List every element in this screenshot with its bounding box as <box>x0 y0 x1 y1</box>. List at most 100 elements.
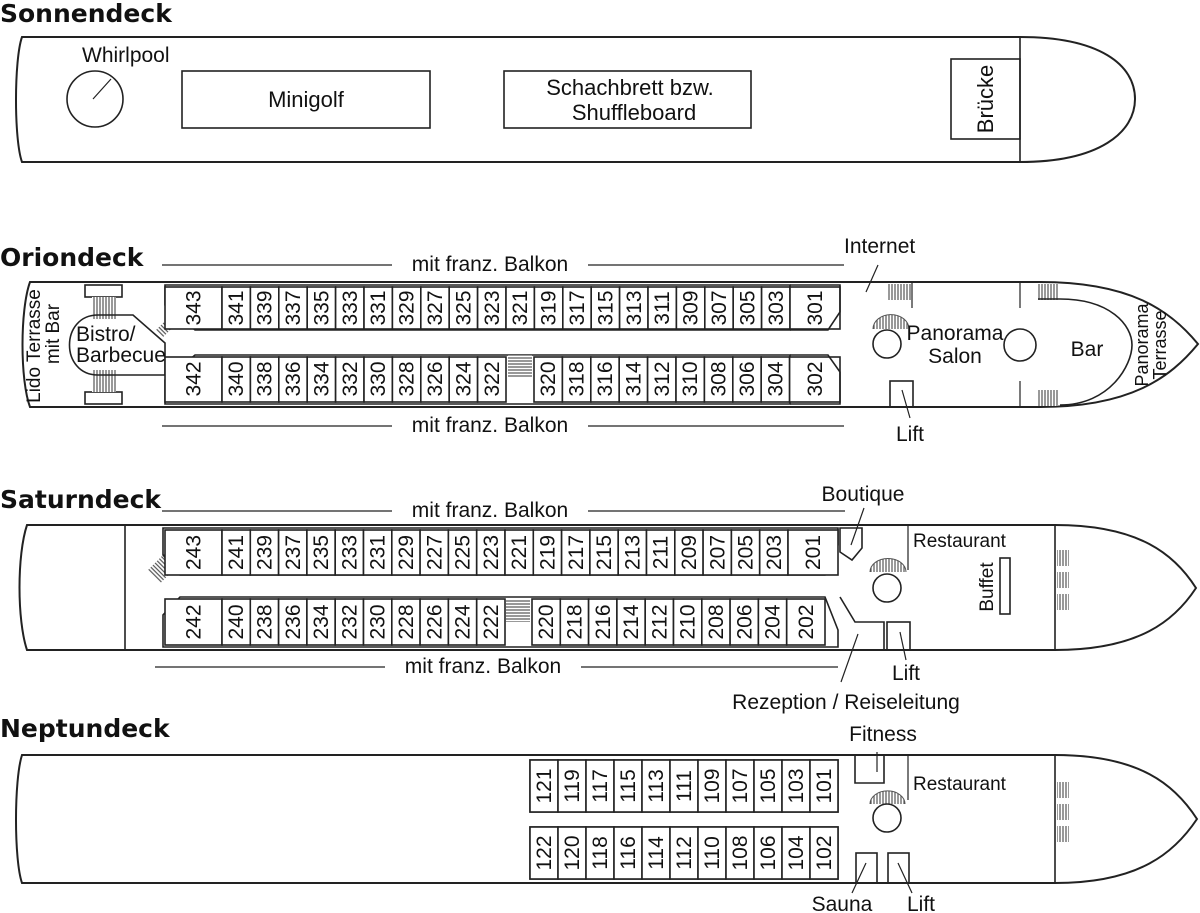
cabin-203[interactable]: 203 <box>758 529 789 576</box>
cabin-232[interactable]: 232 <box>334 598 365 646</box>
cabin-228[interactable]: 228 <box>390 598 421 646</box>
cabin-314[interactable]: 314 <box>618 356 649 403</box>
cabin-201[interactable]: 201 <box>787 529 839 576</box>
cabin-303[interactable]: 303 <box>760 286 791 330</box>
cabin-341[interactable]: 341 <box>221 286 252 330</box>
cabin-207[interactable]: 207 <box>702 529 733 576</box>
cabin-214[interactable]: 214 <box>616 598 647 646</box>
cabin-233[interactable]: 233 <box>334 529 365 576</box>
cabin-112[interactable]: 112 <box>669 826 699 880</box>
cabin-317[interactable]: 317 <box>561 286 592 330</box>
cabin-319[interactable]: 319 <box>533 286 564 330</box>
cabin-325[interactable]: 325 <box>448 286 479 330</box>
cabin-243[interactable]: 243 <box>164 529 223 576</box>
cabin-122[interactable]: 122 <box>529 826 559 880</box>
cabin-108[interactable]: 108 <box>725 826 755 880</box>
cabin-234[interactable]: 234 <box>306 598 336 646</box>
cabin-213[interactable]: 213 <box>617 529 648 576</box>
cabin-316[interactable]: 316 <box>589 356 620 403</box>
cabin-105[interactable]: 105 <box>753 759 783 813</box>
cabin-219[interactable]: 219 <box>532 529 563 576</box>
cabin-118[interactable]: 118 <box>585 826 615 880</box>
cabin-216[interactable]: 216 <box>587 598 618 646</box>
cabin-322[interactable]: 322 <box>476 356 507 403</box>
cabin-332[interactable]: 332 <box>334 356 365 403</box>
cabin-340[interactable]: 340 <box>221 356 252 403</box>
cabin-218[interactable]: 218 <box>559 598 590 646</box>
cabin-337[interactable]: 337 <box>277 286 308 330</box>
cabin-334[interactable]: 334 <box>306 356 337 403</box>
cabin-210[interactable]: 210 <box>672 598 703 646</box>
cabin-242[interactable]: 242 <box>164 598 223 646</box>
cabin-310[interactable]: 310 <box>675 356 706 403</box>
cabin-111[interactable]: 111 <box>669 759 699 813</box>
cabin-336[interactable]: 336 <box>277 356 308 403</box>
cabin-231[interactable]: 231 <box>362 529 393 576</box>
cabin-318[interactable]: 318 <box>561 356 592 403</box>
cabin-225[interactable]: 225 <box>447 529 478 576</box>
cabin-343[interactable]: 343 <box>164 286 223 330</box>
cabin-338[interactable]: 338 <box>249 356 280 403</box>
cabin-326[interactable]: 326 <box>419 356 450 403</box>
cabin-307[interactable]: 307 <box>703 286 734 330</box>
cabin-308[interactable]: 308 <box>703 356 734 403</box>
cabin-323[interactable]: 323 <box>476 286 507 330</box>
cabin-321[interactable]: 321 <box>505 286 536 330</box>
cabin-202[interactable]: 202 <box>785 598 826 646</box>
cabin-309[interactable]: 309 <box>675 286 706 330</box>
cabin-311[interactable]: 311 <box>647 286 678 330</box>
cabin-221[interactable]: 221 <box>504 529 535 576</box>
cabin-224[interactable]: 224 <box>447 598 478 646</box>
cabin-320[interactable]: 320 <box>533 356 564 403</box>
cabin-313[interactable]: 313 <box>618 286 649 330</box>
cabin-110[interactable]: 110 <box>697 826 727 880</box>
cabin-227[interactable]: 227 <box>419 529 450 576</box>
cabin-208[interactable]: 208 <box>700 598 731 646</box>
cabin-121[interactable]: 121 <box>529 759 559 813</box>
cabin-237[interactable]: 237 <box>277 529 308 576</box>
cabin-324[interactable]: 324 <box>448 356 479 403</box>
cabin-241[interactable]: 241 <box>221 529 252 576</box>
cabin-226[interactable]: 226 <box>419 598 450 646</box>
cabin-115[interactable]: 115 <box>613 759 643 813</box>
cabin-329[interactable]: 329 <box>391 286 422 330</box>
cabin-229[interactable]: 229 <box>390 529 421 576</box>
cabin-238[interactable]: 238 <box>249 598 280 646</box>
cabin-342[interactable]: 342 <box>164 356 223 403</box>
cabin-304[interactable]: 304 <box>760 356 791 403</box>
cabin-327[interactable]: 327 <box>419 286 450 330</box>
cabin-107[interactable]: 107 <box>725 759 755 813</box>
cabin-333[interactable]: 333 <box>334 286 365 330</box>
cabin-305[interactable]: 305 <box>732 286 763 330</box>
cabin-104[interactable]: 104 <box>781 826 811 880</box>
cabin-330[interactable]: 330 <box>363 356 394 403</box>
cabin-312[interactable]: 312 <box>646 356 677 403</box>
cabin-306[interactable]: 306 <box>731 356 762 403</box>
cabin-113[interactable]: 113 <box>641 759 671 813</box>
cabin-109[interactable]: 109 <box>697 759 727 813</box>
cabin-230[interactable]: 230 <box>362 598 393 646</box>
cabin-120[interactable]: 120 <box>557 826 587 880</box>
cabin-315[interactable]: 315 <box>590 286 621 330</box>
cabin-235[interactable]: 235 <box>306 529 336 576</box>
cabin-223[interactable]: 223 <box>475 529 506 576</box>
cabin-328[interactable]: 328 <box>391 356 422 403</box>
cabin-211[interactable]: 211 <box>645 529 676 576</box>
cabin-301[interactable]: 301 <box>789 286 841 330</box>
cabin-103[interactable]: 103 <box>781 759 811 813</box>
cabin-217[interactable]: 217 <box>560 529 591 576</box>
cabin-236[interactable]: 236 <box>277 598 308 646</box>
cabin-212[interactable]: 212 <box>644 598 675 646</box>
cabin-206[interactable]: 206 <box>729 598 760 646</box>
cabin-116[interactable]: 116 <box>613 826 643 880</box>
cabin-101[interactable]: 101 <box>809 759 839 813</box>
cabin-204[interactable]: 204 <box>757 598 788 646</box>
cabin-331[interactable]: 331 <box>363 286 394 330</box>
cabin-119[interactable]: 119 <box>557 759 587 813</box>
cabin-102[interactable]: 102 <box>809 826 839 880</box>
cabin-239[interactable]: 239 <box>249 529 280 576</box>
cabin-222[interactable]: 222 <box>475 598 506 646</box>
cabin-117[interactable]: 117 <box>585 759 615 813</box>
cabin-335[interactable]: 335 <box>306 286 337 330</box>
cabin-209[interactable]: 209 <box>673 529 704 576</box>
